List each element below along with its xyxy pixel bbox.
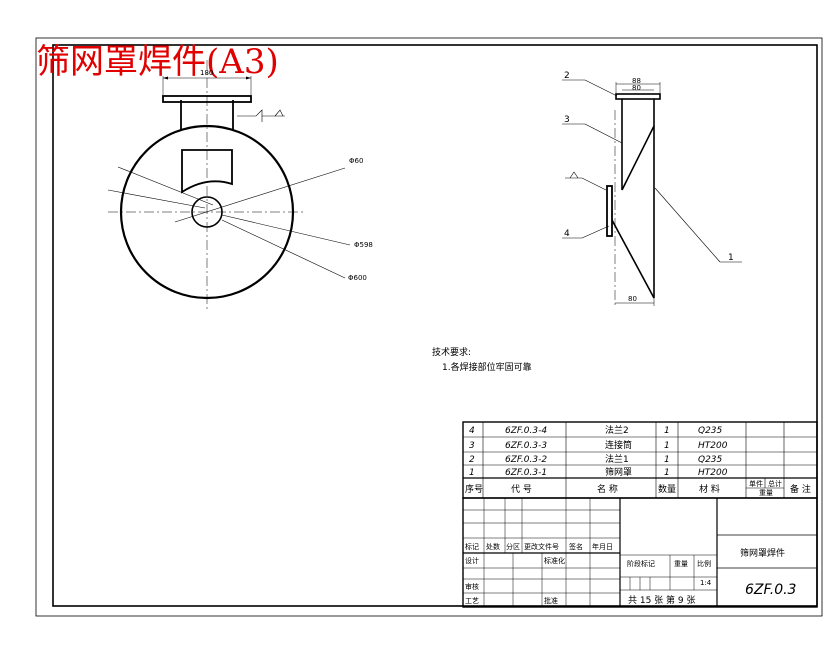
bom-row: 2 6ZF.0.3-2 法兰1 1 Q235 bbox=[469, 453, 723, 465]
svg-text:连接筒: 连接筒 bbox=[605, 439, 632, 451]
part-code: 6ZF.0.3 bbox=[745, 582, 796, 598]
front-view bbox=[107, 60, 351, 310]
svg-text:设计: 设计 bbox=[465, 556, 479, 565]
side-view bbox=[562, 79, 742, 308]
svg-text:1: 1 bbox=[664, 441, 670, 451]
outer-border bbox=[35, 37, 823, 617]
svg-text:年月日: 年月日 bbox=[592, 542, 613, 551]
part-name: 筛网罩焊件 bbox=[740, 547, 785, 559]
dim-hole-dia: Φ60 bbox=[349, 157, 363, 165]
svg-text:Q235: Q235 bbox=[698, 426, 723, 436]
dim-outer-dia: Φ600 bbox=[348, 274, 367, 282]
svg-text:更改文件号: 更改文件号 bbox=[524, 542, 559, 551]
svg-text:标记: 标记 bbox=[465, 542, 479, 551]
svg-text:代 号: 代 号 bbox=[511, 484, 532, 495]
inner-frame bbox=[52, 44, 818, 607]
svg-text:1: 1 bbox=[664, 468, 670, 478]
svg-text:法兰1: 法兰1 bbox=[605, 453, 629, 465]
svg-text:6ZF.0.3-1: 6ZF.0.3-1 bbox=[505, 468, 547, 478]
bom-row: 4 6ZF.0.3-4 法兰2 1 Q235 bbox=[469, 424, 723, 436]
svg-text:法兰2: 法兰2 bbox=[605, 424, 629, 436]
svg-text:HT200: HT200 bbox=[698, 468, 728, 478]
side-flange bbox=[606, 185, 613, 237]
bom-header: 序号 代 号 名 称 数量 材 料 单件 总计 重量 备 注 bbox=[465, 479, 811, 497]
svg-text:共 15 张 第 9 张: 共 15 张 第 9 张 bbox=[628, 594, 695, 606]
bom-row: 3 6ZF.0.3-3 连接筒 1 HT200 bbox=[469, 439, 728, 451]
side-top-flange bbox=[615, 93, 661, 100]
svg-text:名 称: 名 称 bbox=[597, 483, 618, 495]
svg-text:阶段标记: 阶段标记 bbox=[627, 559, 655, 568]
tech-req-line1: 1.各焊接部位牢固可靠 bbox=[442, 361, 532, 373]
svg-text:2: 2 bbox=[469, 455, 475, 465]
svg-text:重量: 重量 bbox=[759, 489, 773, 497]
svg-text:单件: 单件 bbox=[749, 479, 763, 488]
svg-text:6ZF.0.3-3: 6ZF.0.3-3 bbox=[505, 441, 547, 451]
dim-inner-dia: Φ598 bbox=[354, 241, 373, 249]
dim-flange-width: 180 bbox=[200, 69, 213, 77]
dim-bottom: 80 bbox=[628, 295, 637, 303]
svg-text:审核: 审核 bbox=[465, 582, 479, 591]
center-hole bbox=[191, 196, 223, 228]
svg-text:3: 3 bbox=[469, 441, 475, 451]
svg-text:数量: 数量 bbox=[658, 483, 676, 495]
svg-text:总计: 总计 bbox=[768, 479, 782, 488]
title-block: 标记 处数 分区 更改文件号 签名 年月日 设计 标准化 审核 工艺 批准 阶段… bbox=[465, 542, 796, 606]
svg-text:工艺: 工艺 bbox=[465, 597, 479, 605]
svg-text:HT200: HT200 bbox=[698, 441, 728, 451]
dim-top-outer: 88 bbox=[632, 77, 641, 85]
svg-text:备 注: 备 注 bbox=[790, 483, 811, 495]
svg-text:签名: 签名 bbox=[569, 542, 583, 551]
shell-circle bbox=[119, 124, 295, 300]
bom-row: 1 6ZF.0.3-1 筛网罩 1 HT200 bbox=[469, 466, 728, 478]
svg-text:1: 1 bbox=[664, 455, 670, 465]
svg-text:4: 4 bbox=[469, 426, 475, 436]
balloon-1: 1 bbox=[728, 253, 734, 263]
svg-text:筛网罩: 筛网罩 bbox=[605, 466, 632, 478]
svg-text:6ZF.0.3-2: 6ZF.0.3-2 bbox=[505, 455, 547, 465]
tech-req-heading: 技术要求: bbox=[432, 346, 471, 358]
svg-text:6ZF.0.3-4: 6ZF.0.3-4 bbox=[505, 426, 547, 436]
svg-text:批准: 批准 bbox=[544, 596, 558, 605]
window-cutout bbox=[181, 149, 233, 194]
svg-text:序号: 序号 bbox=[465, 483, 483, 495]
balloon-4: 4 bbox=[564, 229, 570, 239]
balloon-3: 3 bbox=[564, 115, 570, 125]
svg-text:Q235: Q235 bbox=[698, 455, 723, 465]
svg-text:重量: 重量 bbox=[674, 560, 688, 568]
svg-text:比例: 比例 bbox=[697, 559, 711, 568]
bom-table bbox=[462, 421, 818, 608]
svg-text:材 料: 材 料 bbox=[699, 483, 720, 495]
balloon-2: 2 bbox=[564, 71, 570, 81]
dim-top-inner: 80 bbox=[632, 84, 641, 92]
svg-text:1:4: 1:4 bbox=[700, 579, 712, 587]
svg-text:1: 1 bbox=[469, 468, 475, 478]
drawing-title: 筛网罩焊件(A3) bbox=[36, 42, 279, 82]
svg-text:处数: 处数 bbox=[486, 542, 500, 551]
svg-text:分区: 分区 bbox=[506, 542, 520, 551]
svg-text:标准化: 标准化 bbox=[544, 556, 565, 565]
svg-text:1: 1 bbox=[664, 426, 670, 436]
top-flange bbox=[162, 95, 252, 103]
